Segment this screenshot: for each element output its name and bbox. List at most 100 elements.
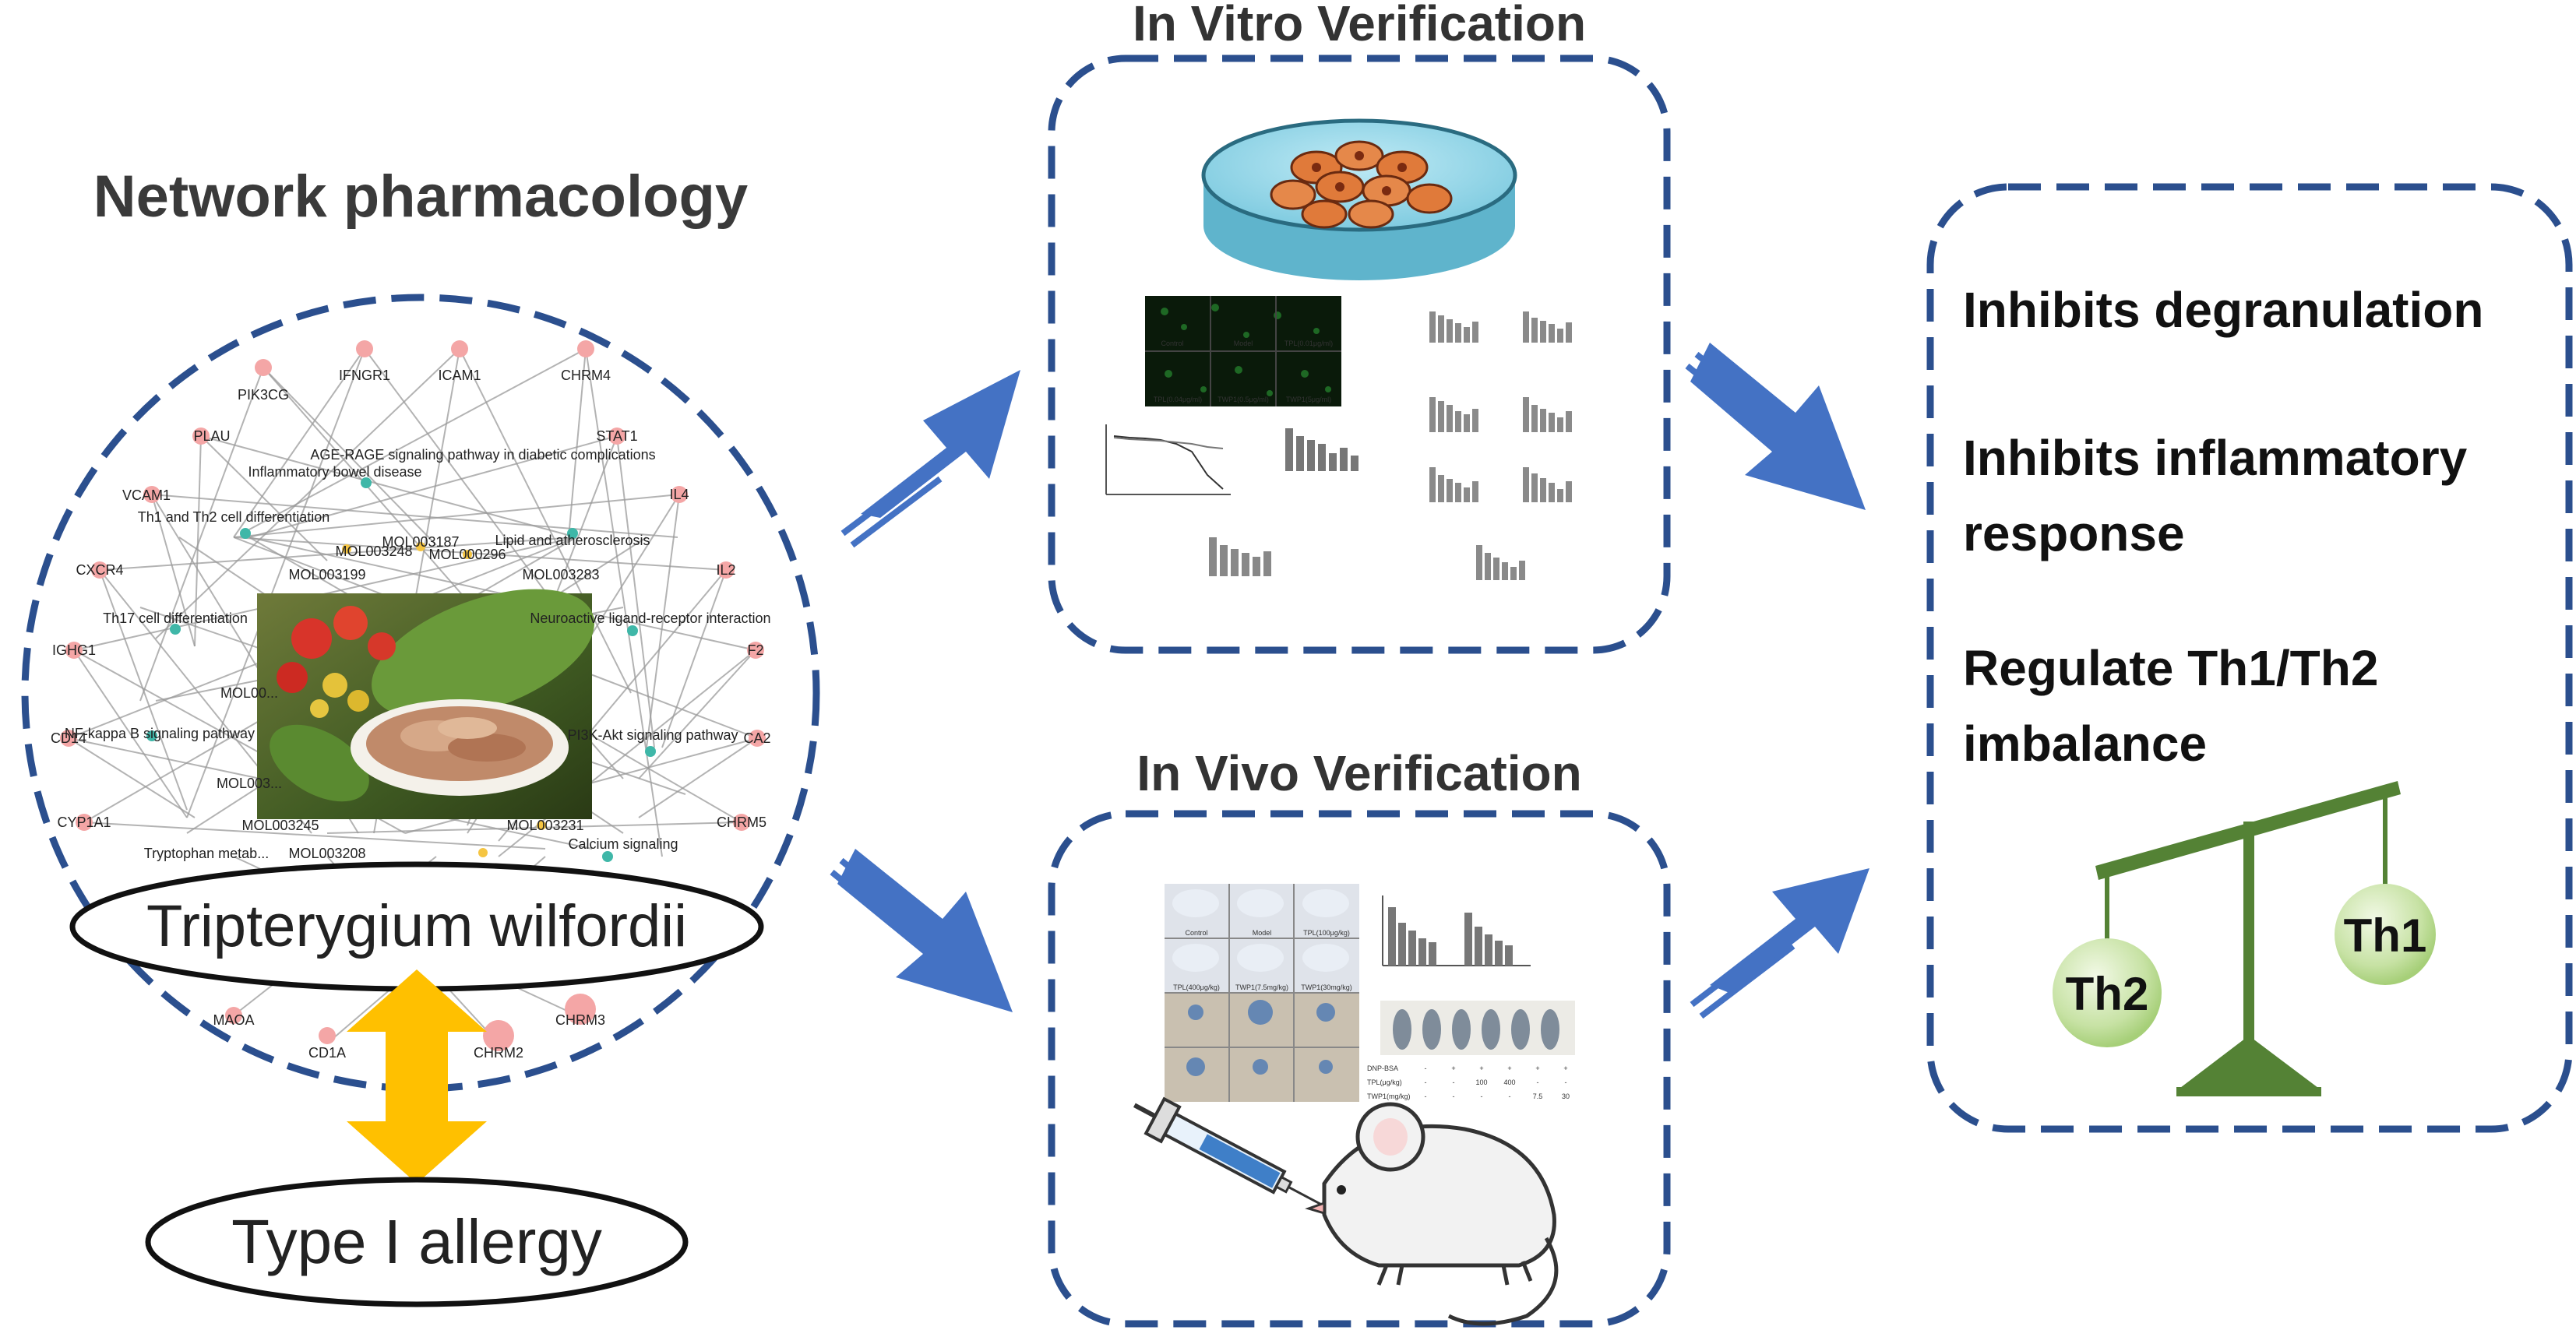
mouse-injection-icon [1133, 1096, 1559, 1326]
effects-list: Inhibits degranulation Inhibits inflamma… [1963, 282, 2483, 772]
double-arrow-icon [347, 969, 487, 1184]
invivo-title: In Vivo Verification [1136, 745, 1581, 801]
ear-cell: - [1453, 1078, 1455, 1086]
ear-cell: - [1481, 1092, 1483, 1100]
molecule-label: MOL00... [220, 685, 278, 701]
ear-cell: + [1563, 1064, 1567, 1072]
micro-label: Model [1234, 340, 1253, 347]
ear-cell: - [1537, 1078, 1539, 1086]
pathway-label: Th1 and Th2 cell differentiation [138, 509, 330, 525]
viability-line-thumb [1105, 424, 1231, 495]
ear-cell: - [1565, 1078, 1567, 1086]
herb-name: Tripterygium wilfordii [146, 893, 687, 959]
invitro-title: In Vitro Verification [1133, 0, 1586, 51]
bar-thumb [1285, 428, 1358, 471]
pathway-label: PI3K-Akt signaling pathway [567, 727, 738, 743]
molecule-node [463, 550, 472, 559]
ear-cell: 7.5 [1533, 1092, 1543, 1100]
mouse-photo-grid: Control Model TPL(100μg/kg) TPL(400μg/kg… [1165, 884, 1359, 1102]
gene-node [319, 1027, 336, 1044]
gene-node [255, 359, 272, 376]
gene-label: IGHG1 [52, 642, 96, 658]
ear-cell: - [1425, 1064, 1427, 1072]
pathway-node [627, 625, 638, 636]
gene-node [749, 730, 766, 747]
gene-node [565, 994, 596, 1025]
pathway-node [567, 528, 578, 539]
micro-label: Control [1161, 340, 1183, 347]
effect-inflammation-line1: Inhibits inflammatory [1963, 430, 2468, 486]
ear-cell: - [1453, 1092, 1455, 1100]
micro-label: TPL(0.04μg/ml) [1154, 396, 1202, 403]
arrow-invivo-to-results [1690, 868, 1869, 1019]
gene-node [192, 428, 210, 445]
disease-name: Type I allergy [231, 1207, 602, 1276]
micro-label: TPL(0.01μg/ml) [1284, 340, 1333, 347]
gene-node [577, 340, 594, 357]
pathway-node [170, 624, 181, 635]
bar-thumb-grid [1429, 311, 1572, 580]
gene-label: CHRM4 [561, 368, 611, 383]
effect-inflammation-line2: response [1963, 505, 2185, 561]
th2-ball [2053, 938, 2162, 1047]
petri-dish-icon [1201, 118, 1517, 280]
molecule-label: MOL003245 [241, 818, 319, 833]
ear-cell: + [1535, 1064, 1539, 1072]
molecule-nodes: MOL003199 MOL003248 MOL000296 MOL003283 … [217, 534, 600, 861]
gene-label: IFNGR1 [339, 368, 390, 383]
arrow-to-invivo [830, 849, 1013, 1012]
gene-node [671, 486, 688, 503]
micro-label: TWP1(5μg/ml) [1286, 396, 1331, 403]
network-dashed-circle [21, 294, 820, 1092]
gene-label: ICAM1 [438, 368, 481, 383]
ear-cell: - [1425, 1078, 1427, 1086]
molecule-label: MOL003248 [335, 544, 412, 559]
mouse-label: TWP1(30mg/kg) [1301, 983, 1352, 991]
ear-cell: - [1509, 1092, 1511, 1100]
gene-label: CHRM5 [717, 815, 766, 830]
gene-label: CD14 [51, 730, 86, 746]
molecule-label: MOL003231 [506, 818, 583, 833]
gene-label: IL2 [716, 562, 735, 578]
gene-node [143, 486, 160, 503]
gene-nodes: PIK3CG IFNGR1 ICAM1 CHRM4 PLAU STAT1 VCA… [51, 340, 771, 1061]
gene-node [747, 642, 764, 659]
ear-cell: + [1507, 1064, 1511, 1072]
gene-label: CHRM3 [555, 1012, 605, 1028]
effect-th-line2: imbalance [1963, 716, 2207, 772]
molecule-label: MOL003208 [288, 846, 365, 861]
pathway-label: NF-kappa B signaling pathway [65, 726, 255, 741]
gene-node [60, 730, 77, 747]
gene-label: CD1A [308, 1045, 346, 1061]
ear-tissue-photo [1380, 1001, 1575, 1055]
molecule-node [342, 544, 351, 554]
pathway-label: Neuroactive ligand-receptor interaction [530, 610, 770, 626]
ear-dose-table: DNP-BSA TPL(μg/kg) TWP1(mg/kg) - + + + +… [1367, 1064, 1570, 1100]
gene-label: IL4 [669, 487, 689, 502]
bar-thumb [1209, 537, 1271, 576]
gene-label: CXCR4 [76, 562, 123, 578]
pathway-label: Tryptophan metab... [144, 846, 269, 861]
th1-ball [2335, 884, 2436, 985]
gene-node [483, 1020, 514, 1051]
pathway-node [146, 730, 157, 741]
ear-cell: + [1479, 1064, 1483, 1072]
pathway-node [240, 528, 251, 539]
pathway-node [361, 477, 372, 488]
herb-label-box: Tripterygium wilfordii [69, 861, 764, 992]
pathway-node [645, 746, 656, 757]
molecule-node [478, 848, 488, 857]
effect-th-line1: Regulate Th1/Th2 [1963, 640, 2378, 696]
th2-label: Th2 [2066, 968, 2149, 1020]
network-panel: PIK3CG IFNGR1 ICAM1 CHRM4 PLAU STAT1 VCA… [21, 294, 820, 1092]
pathway-node [602, 851, 613, 862]
molecule-label: MOL003... [217, 776, 282, 791]
results-box [1926, 183, 2573, 1133]
molecule-node [416, 542, 425, 551]
syringe-icon [1133, 1096, 1328, 1209]
gene-label: PIK3CG [238, 387, 289, 403]
gene-node [65, 642, 83, 659]
gene-label: PLAU [193, 428, 230, 444]
gene-node [91, 561, 108, 579]
gene-label: CYP1A1 [57, 815, 111, 830]
